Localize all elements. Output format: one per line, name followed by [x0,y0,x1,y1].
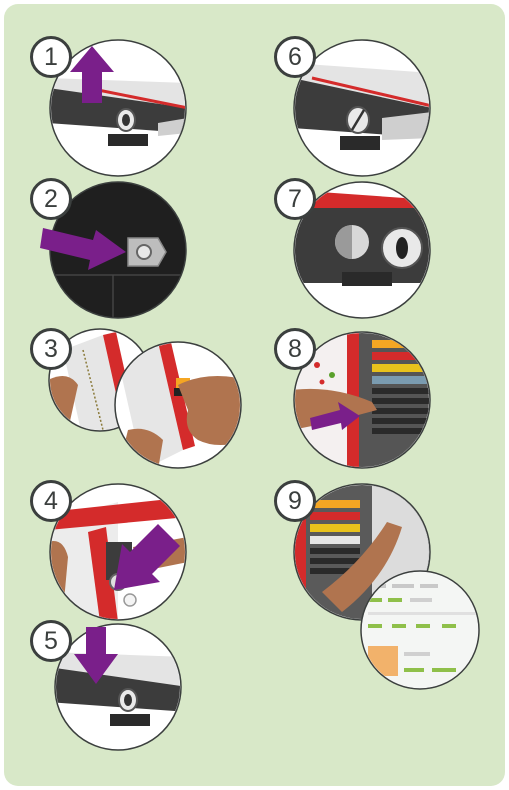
step-2: 2 [48,180,188,320]
step-number-badge: 8 [274,328,316,370]
step-number-badge: 3 [30,328,72,370]
step-3: 3 [48,330,248,470]
step-8: 8 [292,330,432,470]
step-number-badge: 1 [30,36,72,78]
step-number-badge: 7 [274,178,316,220]
step-9-illustration [292,482,492,712]
step-9: 9 [292,482,492,712]
step-1: 1 [48,38,188,178]
step-number-badge: 2 [30,178,72,220]
step-3-illustration [48,330,248,470]
step-7: 7 [292,180,432,320]
step-number-badge: 5 [30,620,72,662]
step-5: 5 [48,622,188,752]
step-number-badge: 6 [274,36,316,78]
step-6: 6 [292,38,432,178]
step-4: 4 [48,482,188,622]
step-number-badge: 9 [274,480,316,522]
step-number-badge: 4 [30,480,72,522]
